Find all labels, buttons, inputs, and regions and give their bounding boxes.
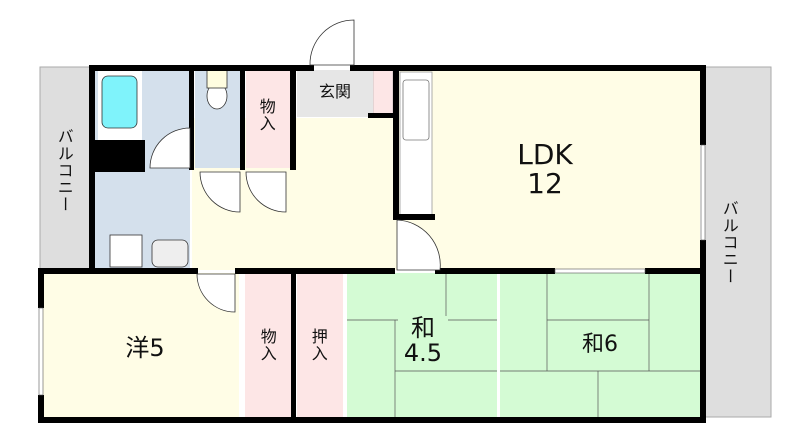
japanese-room-a-size: 4.5 [403, 339, 443, 368]
balcony-left [39, 66, 91, 271]
storage-top-label: 物入 [256, 98, 276, 132]
storage-bottom-label: 物入 [257, 328, 277, 362]
window [700, 144, 706, 241]
japanese-room-a-name: 和 [411, 314, 435, 342]
shoe-storage [372, 69, 394, 116]
washing-machine-icon [109, 234, 143, 268]
ldk-name: LDK [517, 138, 573, 171]
ldk-size: 12 [527, 167, 563, 201]
doors [149, 19, 441, 313]
western-room-label: 洋5 [125, 334, 165, 362]
japanese-room-b-label: 和6 [570, 333, 630, 356]
unit-block [89, 140, 145, 172]
sink-icon [151, 239, 189, 268]
ldk-floor [398, 70, 700, 270]
walls [38, 65, 706, 423]
closet-label: 押入 [308, 328, 328, 362]
ldk-label: LDK 12 [505, 140, 585, 199]
storage-top-floor [246, 70, 292, 168]
window [554, 268, 646, 274]
balcony-left-label: バルコニー [54, 128, 74, 213]
bathtub-basin [101, 75, 138, 129]
window [38, 307, 44, 396]
japanese-room-a-label: 和 4.5 [398, 314, 448, 368]
kitchen-sink [402, 79, 430, 141]
entrance-label: 玄関 [318, 82, 351, 101]
closet-floor [297, 273, 343, 423]
storage-bottom-floor [245, 273, 292, 423]
balcony-right-label: バルコニー [719, 200, 739, 285]
balcony-right [702, 66, 772, 418]
entrance-floor [297, 70, 372, 117]
toilet-tank [206, 69, 228, 89]
